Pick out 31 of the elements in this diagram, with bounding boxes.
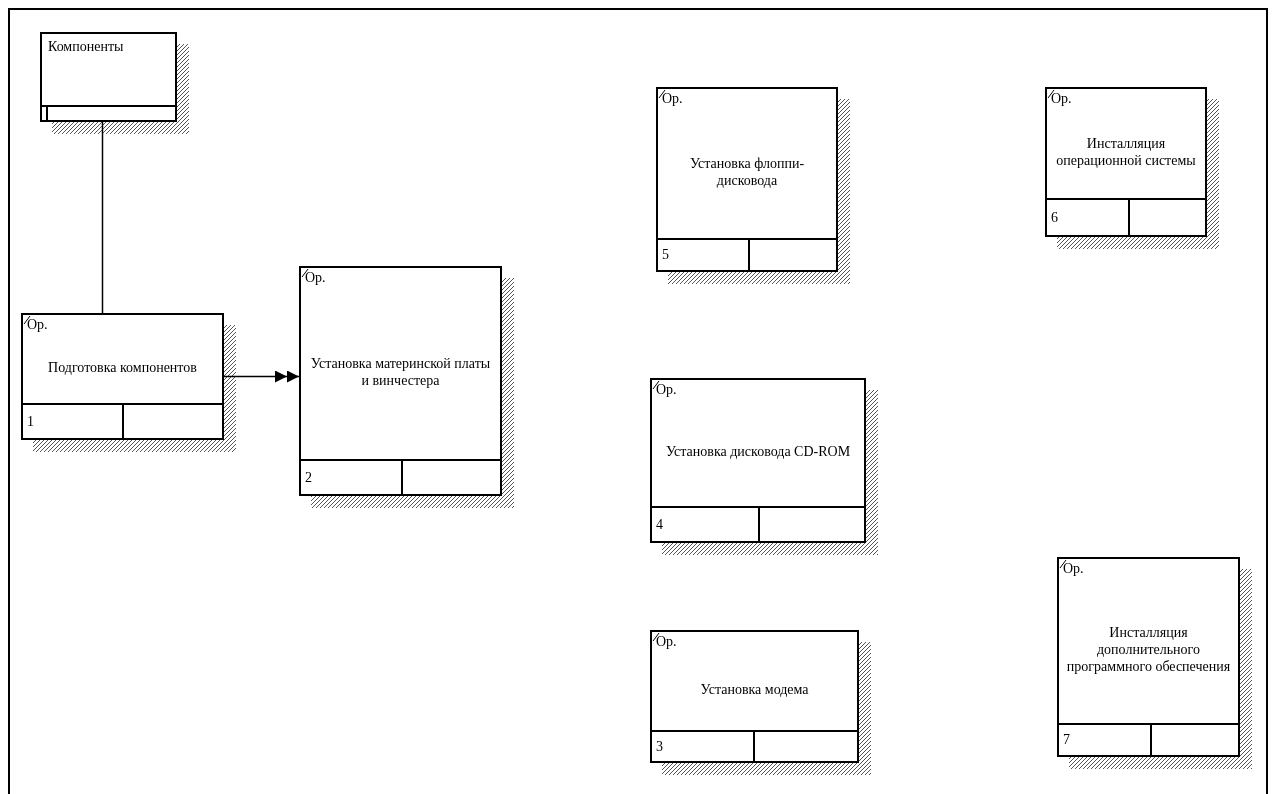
process-number: 7	[1063, 732, 1070, 748]
type-label: Ор.	[305, 270, 326, 286]
process-number: 2	[305, 469, 312, 486]
process-title: Инсталляция дополнительного программного обеспечения	[1065, 623, 1232, 675]
object-name: Компоненты	[48, 38, 124, 55]
process-title: Установка модема	[700, 680, 809, 698]
process-title: Инсталляция операционной системы	[1055, 134, 1197, 169]
unit-of-behavior-box	[656, 87, 838, 272]
process-title: Подготовка компонентов	[48, 358, 197, 376]
process-number: 5	[662, 247, 669, 263]
type-label: Ор.	[1051, 91, 1072, 107]
unit-of-behavior-box	[299, 266, 502, 496]
object-box	[40, 32, 177, 122]
process-number: 4	[656, 516, 663, 533]
process-number: 3	[656, 738, 663, 755]
process-title: Установка флоппи-дисковода	[688, 154, 806, 189]
unit-of-behavior-box	[650, 378, 866, 543]
type-label: Ор.	[27, 317, 48, 333]
process-title: Установка материнской платы и винчестера	[309, 354, 492, 389]
unit-of-behavior-box	[21, 313, 224, 440]
process-number: 6	[1051, 209, 1058, 226]
type-label: Ор.	[656, 382, 677, 398]
process-title: Установка дисковода CD-ROM	[665, 442, 851, 460]
connector-line	[101, 121, 104, 314]
type-label: Ор.	[1063, 561, 1084, 577]
unit-of-behavior-box	[650, 630, 859, 763]
unit-of-behavior-box	[1045, 87, 1207, 237]
process-number: 1	[27, 413, 34, 430]
type-label: Ор.	[656, 634, 677, 650]
unit-of-behavior-box	[1057, 557, 1240, 757]
type-label: Ор.	[662, 91, 683, 107]
